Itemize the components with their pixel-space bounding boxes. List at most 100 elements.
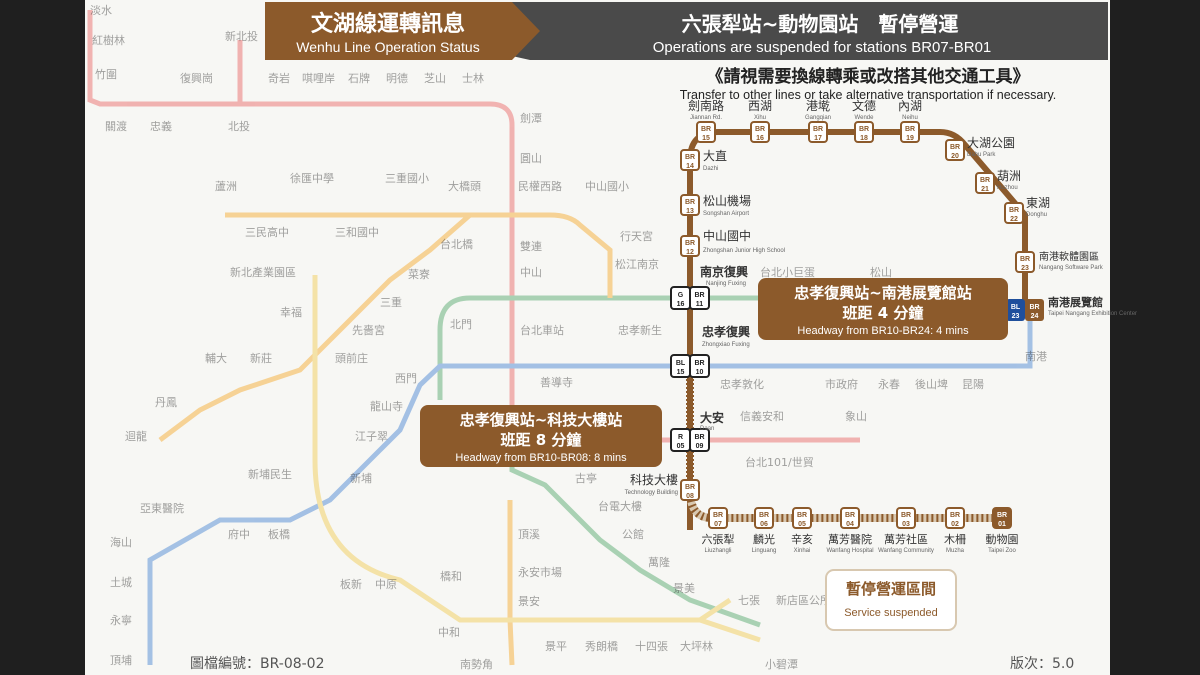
header-status-en: Operations are suspended for stations BR…: [653, 39, 992, 56]
svg-text:BR: BR: [755, 126, 765, 133]
label-xinzhuang: 新莊: [250, 351, 272, 365]
svg-text:BR: BR: [905, 126, 915, 133]
svg-text:R: R: [678, 434, 683, 441]
station-br02[interactable]: BR 02 木柵 Muzha: [944, 507, 966, 554]
station-br22[interactable]: BR 22 東湖 Donghu: [1004, 195, 1050, 224]
notice-suspended: 暫停營運區間 Service suspended: [825, 569, 957, 631]
label-xinyianhe: 信義安和: [740, 409, 784, 423]
station-br01[interactable]: BR 01 動物園 Taipei Zoo: [986, 507, 1019, 554]
svg-text:BR: BR: [845, 512, 855, 519]
station-br20[interactable]: BR 20 大湖公園 Dahu Park: [945, 135, 1015, 161]
station-br08-zh: 科技大樓: [630, 472, 678, 487]
svg-text:23: 23: [1012, 313, 1020, 320]
station-br21-zh: 葫洲: [997, 169, 1021, 183]
station-br24-zh: 南港展覽館: [1048, 295, 1103, 309]
station-br09[interactable]: R 05 BR 09 大安 Daan: [670, 410, 724, 452]
svg-text:18: 18: [860, 135, 868, 142]
station-br15[interactable]: BR 15 劍南路 Jiannan Rd.: [688, 98, 724, 143]
station-br11-zh: 南京復興: [700, 264, 748, 279]
svg-text:03: 03: [902, 521, 910, 528]
svg-text:G: G: [678, 292, 684, 299]
station-br17[interactable]: BR 17 港墘 Gangqian: [805, 99, 831, 143]
svg-text:17: 17: [814, 135, 822, 142]
station-br06-zh: 麟光: [753, 532, 775, 546]
svg-text:15: 15: [677, 369, 685, 376]
label-zhongshan: 中山: [520, 266, 542, 279]
svg-text:BR: BR: [1029, 304, 1039, 311]
svg-text:23: 23: [1021, 265, 1029, 272]
label-zhonghe: 中和: [438, 626, 460, 639]
label-xiaobitan: 小碧潭: [765, 658, 798, 671]
label-caitou: 菜寮: [408, 267, 430, 281]
label-houshanpi: 後山埤: [915, 377, 948, 391]
svg-text:BR: BR: [980, 177, 990, 184]
station-br03[interactable]: BR 03 萬芳社區 Wanfang Community: [878, 507, 934, 554]
label-shandao: 善導寺: [540, 375, 573, 389]
svg-text:07: 07: [714, 521, 722, 528]
label-shuanglian: 雙連: [520, 239, 542, 253]
station-br04-en: Wanfang Hospital: [826, 548, 873, 554]
station-br24[interactable]: BL 23 BR 24 南港展覽館 Taipei Nangang Exhibit…: [1006, 295, 1137, 321]
station-br03-en: Wanfang Community: [878, 548, 934, 554]
notice-north-title: 忠孝復興站~南港展覽館站: [794, 284, 972, 302]
svg-text:16: 16: [677, 301, 685, 308]
label-nanshijiao: 南勢角: [460, 657, 493, 671]
label-dingpu: 頂埔: [110, 654, 132, 667]
label-mingde: 明德: [386, 71, 408, 85]
station-br20-en: Dahu Park: [967, 152, 996, 158]
other-station-labels: 淡水 紅樹林 竹圍 關渡 忠義 復興崗 北投 新北投 奇岩 唭哩岸 石牌 明德 …: [90, 4, 1047, 671]
label-zhishan: 芝山: [424, 72, 446, 85]
label-wanlong: 萬隆: [648, 555, 670, 569]
station-br21[interactable]: BR 21 葫洲 Huzhou: [975, 169, 1021, 194]
label-taipeimain: 台北車站: [520, 323, 564, 337]
label-guandu: 關渡: [105, 119, 127, 133]
label-daqiaotou: 大橋頭: [448, 179, 481, 193]
label-sanchonges: 三重國小: [385, 171, 429, 185]
station-br05-en: Xinhai: [794, 548, 811, 554]
label-stignatius: 徐匯中學: [290, 171, 334, 185]
station-br13[interactable]: BR 13 松山機場 Songshan Airport: [680, 193, 751, 217]
station-br07[interactable]: BR 07 六張犁 Liuzhangli: [702, 507, 735, 554]
station-br11[interactable]: G 16 BR 11 南京復興 Nanjing Fuxing: [670, 264, 748, 310]
station-br19-en: Neihu: [902, 115, 918, 121]
label-danshui: 淡水: [90, 4, 112, 17]
station-br12[interactable]: BR 12 中山國中 Zhongshan Junior High School: [680, 228, 785, 257]
station-br10-en: Zhongxiao Fuxing: [702, 342, 750, 348]
station-br11-en: Nanjing Fuxing: [706, 281, 746, 287]
svg-text:BR: BR: [813, 126, 823, 133]
label-huilong: 迴龍: [125, 429, 147, 443]
label-yongning: 永寧: [110, 613, 132, 627]
station-br05[interactable]: BR 05 辛亥 Xinhai: [791, 507, 813, 554]
station-br14[interactable]: BR 14 大直 Dazhi: [680, 149, 727, 172]
station-br16[interactable]: BR 16 西湖 Xihu: [748, 98, 772, 143]
notice-south-headway-en: Headway from BR10-BR08: 8 mins: [455, 452, 627, 464]
station-br12-zh: 中山國中: [703, 228, 751, 243]
station-br16-en: Xihu: [754, 115, 766, 121]
svg-text:BR: BR: [797, 512, 807, 519]
station-br18[interactable]: BR 18 文德 Wende: [852, 98, 876, 143]
brown-stations: BR 15 劍南路 Jiannan Rd. BR 16 西湖 Xihu BR 1…: [625, 98, 1137, 554]
label-toucian: 頭前庄: [335, 351, 368, 365]
station-br06[interactable]: BR 06 麟光 Linguang: [752, 507, 777, 554]
label-nangang: 南港: [1025, 350, 1047, 363]
station-br13-zh: 松山機場: [703, 193, 751, 208]
label-sanchong: 三重: [380, 295, 402, 309]
svg-text:04: 04: [846, 521, 854, 528]
station-br10[interactable]: BL 15 BR 10 忠孝復興 Zhongxiao Fuxing: [670, 324, 750, 378]
station-br14-zh: 大直: [703, 149, 727, 163]
svg-text:BR: BR: [1020, 256, 1030, 263]
station-br19[interactable]: BR 19 內湖 Neihu: [898, 98, 922, 143]
orange-line-north: [225, 212, 613, 298]
station-br09-zh: 大安: [700, 410, 724, 425]
header-brown-arrow: [265, 2, 540, 60]
advice-zh: 《請視需要換線轉乘或改搭其他交通工具》: [707, 66, 1030, 87]
svg-text:BR: BR: [997, 512, 1007, 519]
label-taipei101: 台北101/世貿: [745, 455, 814, 469]
svg-text:BL: BL: [1011, 304, 1021, 311]
label-jingmei: 景美: [673, 582, 695, 595]
station-br08[interactable]: BR 08 科技大樓 Technology Building: [625, 472, 700, 501]
station-br15-en: Jiannan Rd.: [690, 115, 722, 121]
label-shilin: 士林: [462, 71, 484, 85]
station-br04[interactable]: BR 04 萬芳醫院 Wanfang Hospital: [826, 507, 874, 554]
station-br23[interactable]: BR 23 南港軟體園區 Nangang Software Park: [1015, 250, 1104, 273]
